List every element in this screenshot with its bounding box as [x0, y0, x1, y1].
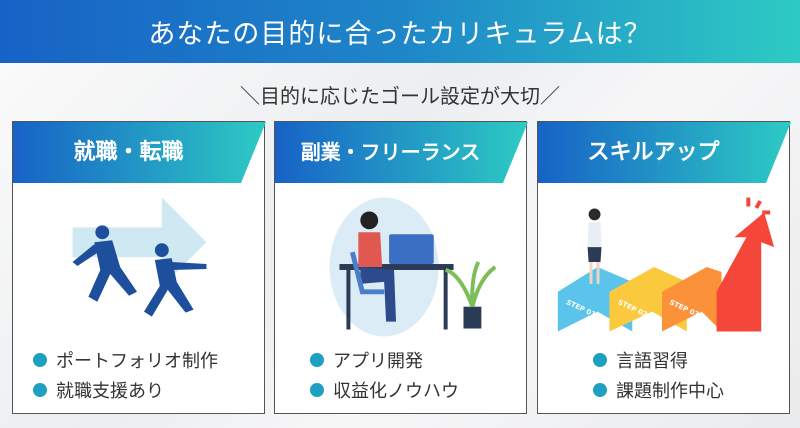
item-text: 課題制作中心 — [616, 381, 724, 402]
bullet-icon — [310, 353, 324, 367]
card-title: 副業・フリーランス — [300, 140, 481, 164]
list-item: 就職支援あり — [33, 375, 264, 405]
list-item: アプリ開発 — [310, 345, 526, 375]
item-text: ポートフォリオ制作 — [56, 351, 218, 372]
bullet-icon — [33, 383, 47, 397]
card-job-change: 就職・転職 ポートフォリオ制作 就職支援あり — [12, 121, 266, 414]
bullet-icon — [593, 383, 607, 397]
title-banner: あなたの目的に合ったカリキュラムは？ — [0, 0, 800, 63]
list-item: 言語習得 — [593, 345, 789, 375]
list-item: 収益化ノウハウ — [310, 375, 526, 405]
bullet-icon — [593, 353, 607, 367]
card-skill-up: スキルアップ STEP 01 STEP 02 STEP 03 言語習得 課題制作… — [537, 121, 791, 414]
running-businesspeople-illustration — [72, 197, 207, 317]
freelancer-at-desk-illustration — [329, 197, 497, 337]
card-freelance: 副業・フリーランス アプリ開発 収益化ノウハウ — [274, 121, 528, 414]
card-title: 就職・転職 — [73, 140, 184, 165]
item-text: 言語習得 — [616, 351, 688, 372]
page-title: あなたの目的に合ったカリキュラムは？ — [148, 19, 652, 50]
item-text: アプリ開発 — [333, 351, 423, 372]
card-header: 就職・転職 — [13, 122, 266, 183]
item-text: 就職支援あり — [56, 381, 164, 402]
subtitle: ＼目的に応じたゴール設定が大切／ — [240, 84, 560, 108]
card-header: 副業・フリーランス — [275, 122, 528, 183]
bullet-icon — [310, 383, 324, 397]
item-text: 収益化ノウハウ — [333, 381, 459, 402]
bullet-icon — [33, 353, 47, 367]
step-up-arrow-illustration: STEP 01 STEP 02 STEP 03 — [557, 197, 775, 332]
card-title: スキルアップ — [587, 140, 720, 165]
list-item: ポートフォリオ制作 — [33, 345, 264, 375]
card-header: スキルアップ — [538, 122, 791, 183]
list-item: 課題制作中心 — [593, 375, 789, 405]
